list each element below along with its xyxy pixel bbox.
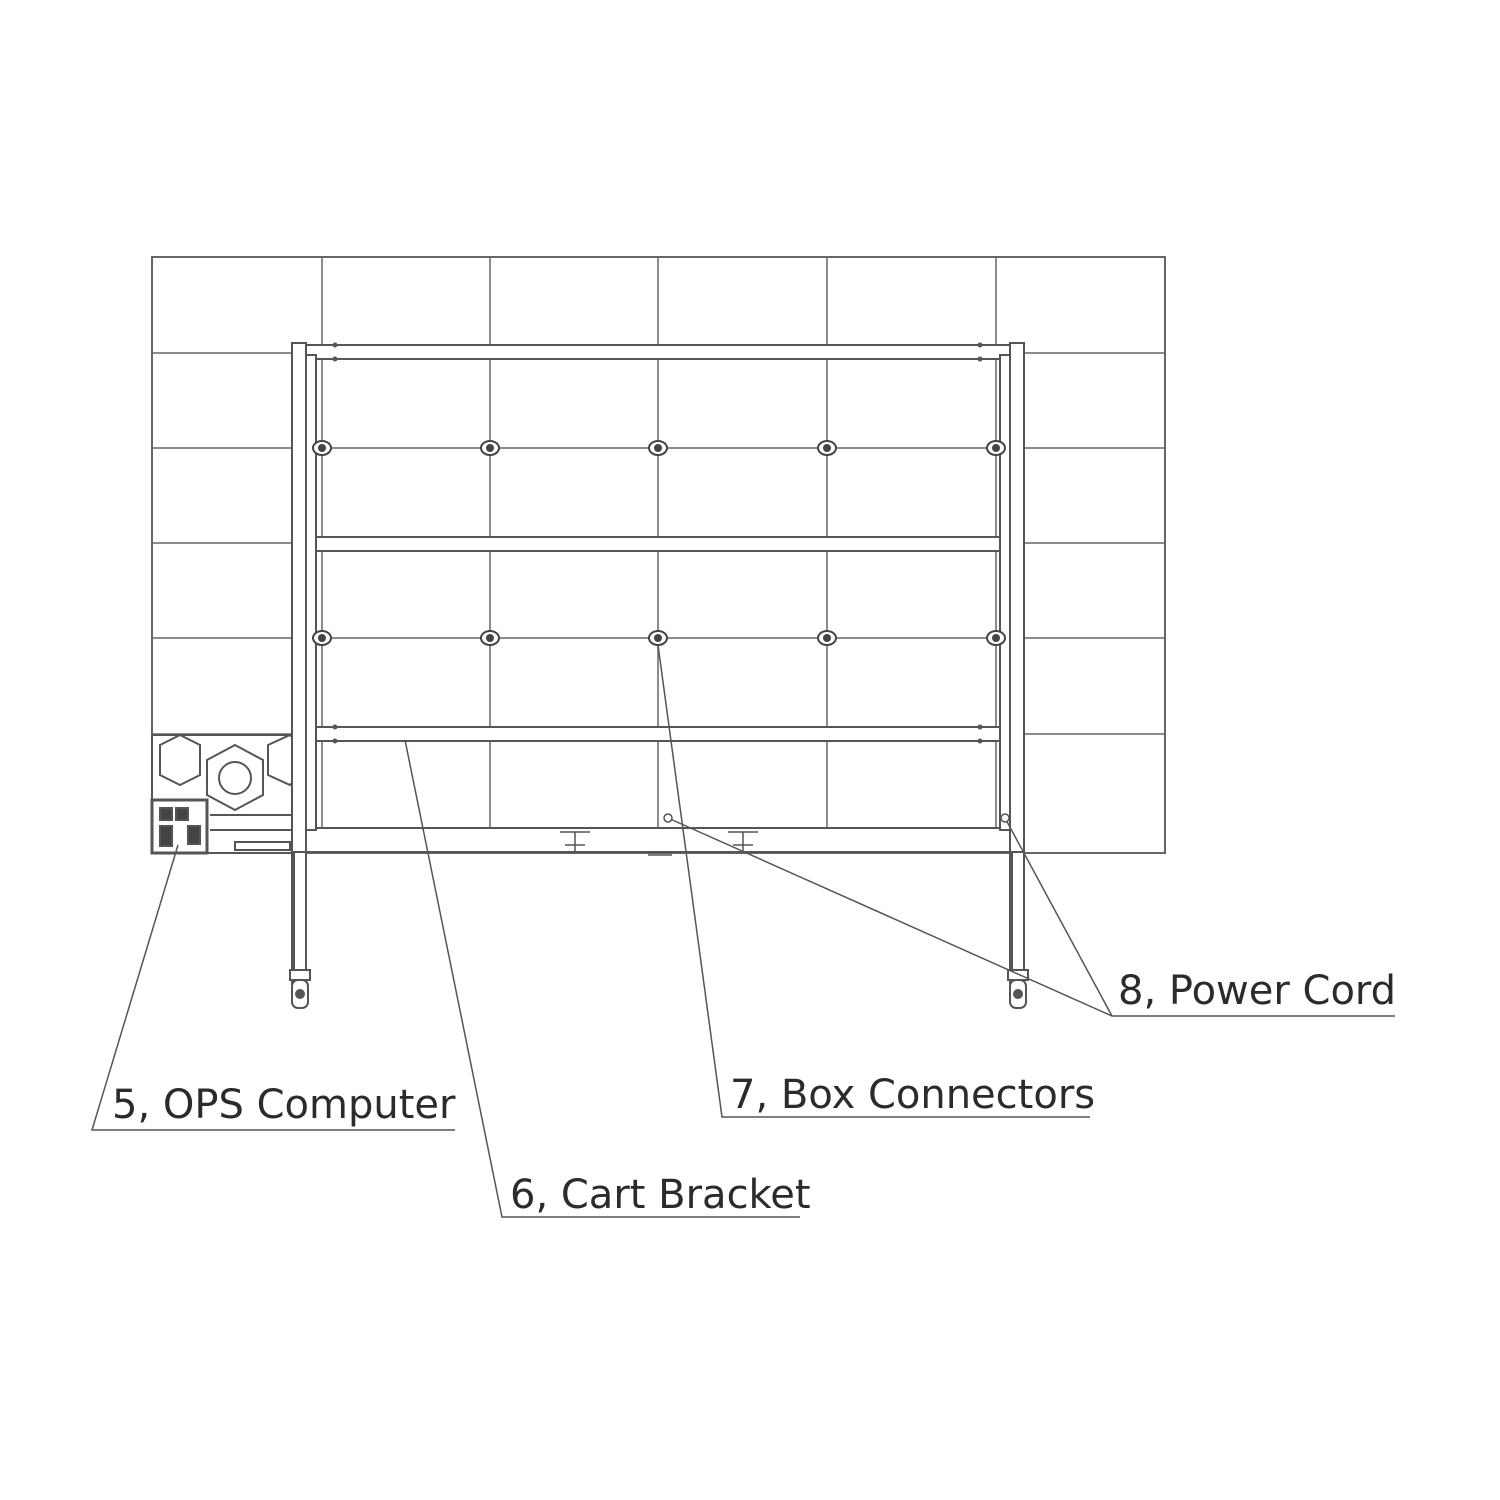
hex-vent-left [159,733,201,787]
middle-rail [304,536,1011,552]
box-connector-center [318,444,326,452]
top-rail [304,344,1011,360]
lower-rail [304,726,1011,742]
hex-vent-center [206,743,264,812]
left-caster [289,969,311,1009]
box-connector-center [486,634,494,642]
base-rail [304,827,1011,853]
leader-box-connectors [657,644,1090,1118]
box-connector-center [992,634,1000,642]
box-connector-center [318,634,326,642]
leader-power-cord-b [1004,817,1113,1017]
callout-labels: 5, OPS Computer 6, Cart Bracket 7, Box C… [112,968,1396,1218]
right-inner-upright [999,354,1011,831]
box-connector-center [823,634,831,642]
rail-bolts [332,342,983,744]
box-connector-center [654,444,662,452]
label-box-connectors: 7, Box Connectors [730,1072,1095,1118]
leader-lines [90,644,1395,1218]
box-connectors [312,440,1006,646]
box-connector-center [992,444,1000,452]
box-connector-center [823,444,831,452]
cart-frame [289,342,1029,1009]
box-connector-center [486,444,494,452]
leader-ops-computer [90,844,455,1131]
left-leg [293,851,307,971]
label-cart-bracket: 6, Cart Bracket [510,1172,811,1218]
label-power-cord: 8, Power Cord [1118,968,1396,1014]
ops-module [150,733,301,855]
right-leg [1011,851,1025,971]
leader-cart-bracket [404,739,800,1218]
label-ops-computer: 5, OPS Computer [112,1082,456,1128]
right-caster [1007,969,1029,1009]
box-connector-center [654,634,662,642]
base-brackets [560,831,758,856]
ops-logo [218,761,252,795]
left-inner-upright [305,354,317,831]
